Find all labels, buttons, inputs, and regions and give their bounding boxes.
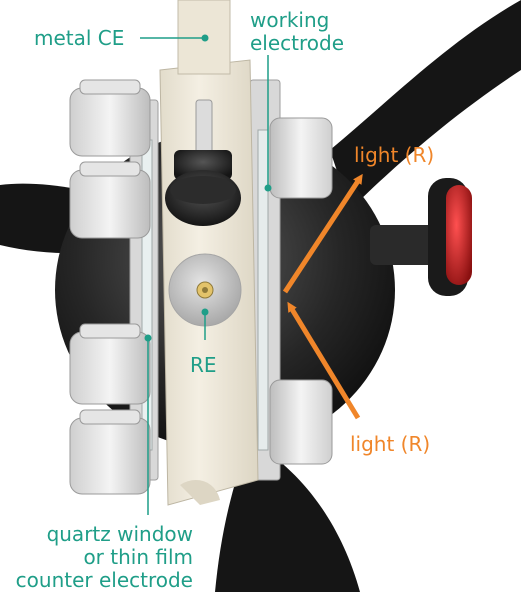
knob — [165, 99, 241, 226]
leader-metal-ce — [140, 34, 209, 42]
re-port — [168, 253, 242, 327]
light-arrow-out — [282, 173, 363, 294]
left-nut-2 — [69, 161, 151, 239]
red-lens — [446, 185, 472, 285]
leader-quartz-window — [144, 334, 152, 515]
metal-ce-tube — [177, 0, 231, 75]
label-quartz-line3: counter electrode — [15, 568, 193, 592]
label-working-electrode-line2: electrode — [250, 31, 345, 55]
label-quartz-line1: quartz window — [46, 522, 193, 546]
label-light-bottom: light (R) — [350, 432, 431, 456]
right-electrode-plate — [257, 129, 269, 451]
left-nut-1 — [69, 79, 151, 157]
dark-arm-top-right — [330, 0, 521, 210]
light-arrow-in — [287, 301, 361, 420]
label-light-top: light (R) — [354, 143, 435, 167]
right-nut-1 — [269, 117, 333, 199]
cell-body-notch — [180, 480, 220, 505]
right-nut-2 — [269, 379, 333, 465]
left-nut-3 — [69, 323, 151, 405]
side-port-stem — [370, 225, 440, 265]
label-quartz-line2: or thin film — [83, 545, 193, 569]
left-nut-4 — [69, 409, 151, 495]
label-re: RE — [190, 353, 217, 377]
label-metal-ce: metal CE — [34, 26, 125, 50]
label-working-electrode-line1: working — [250, 8, 330, 32]
leader-re — [201, 308, 209, 340]
leader-working-electrode — [264, 55, 272, 192]
